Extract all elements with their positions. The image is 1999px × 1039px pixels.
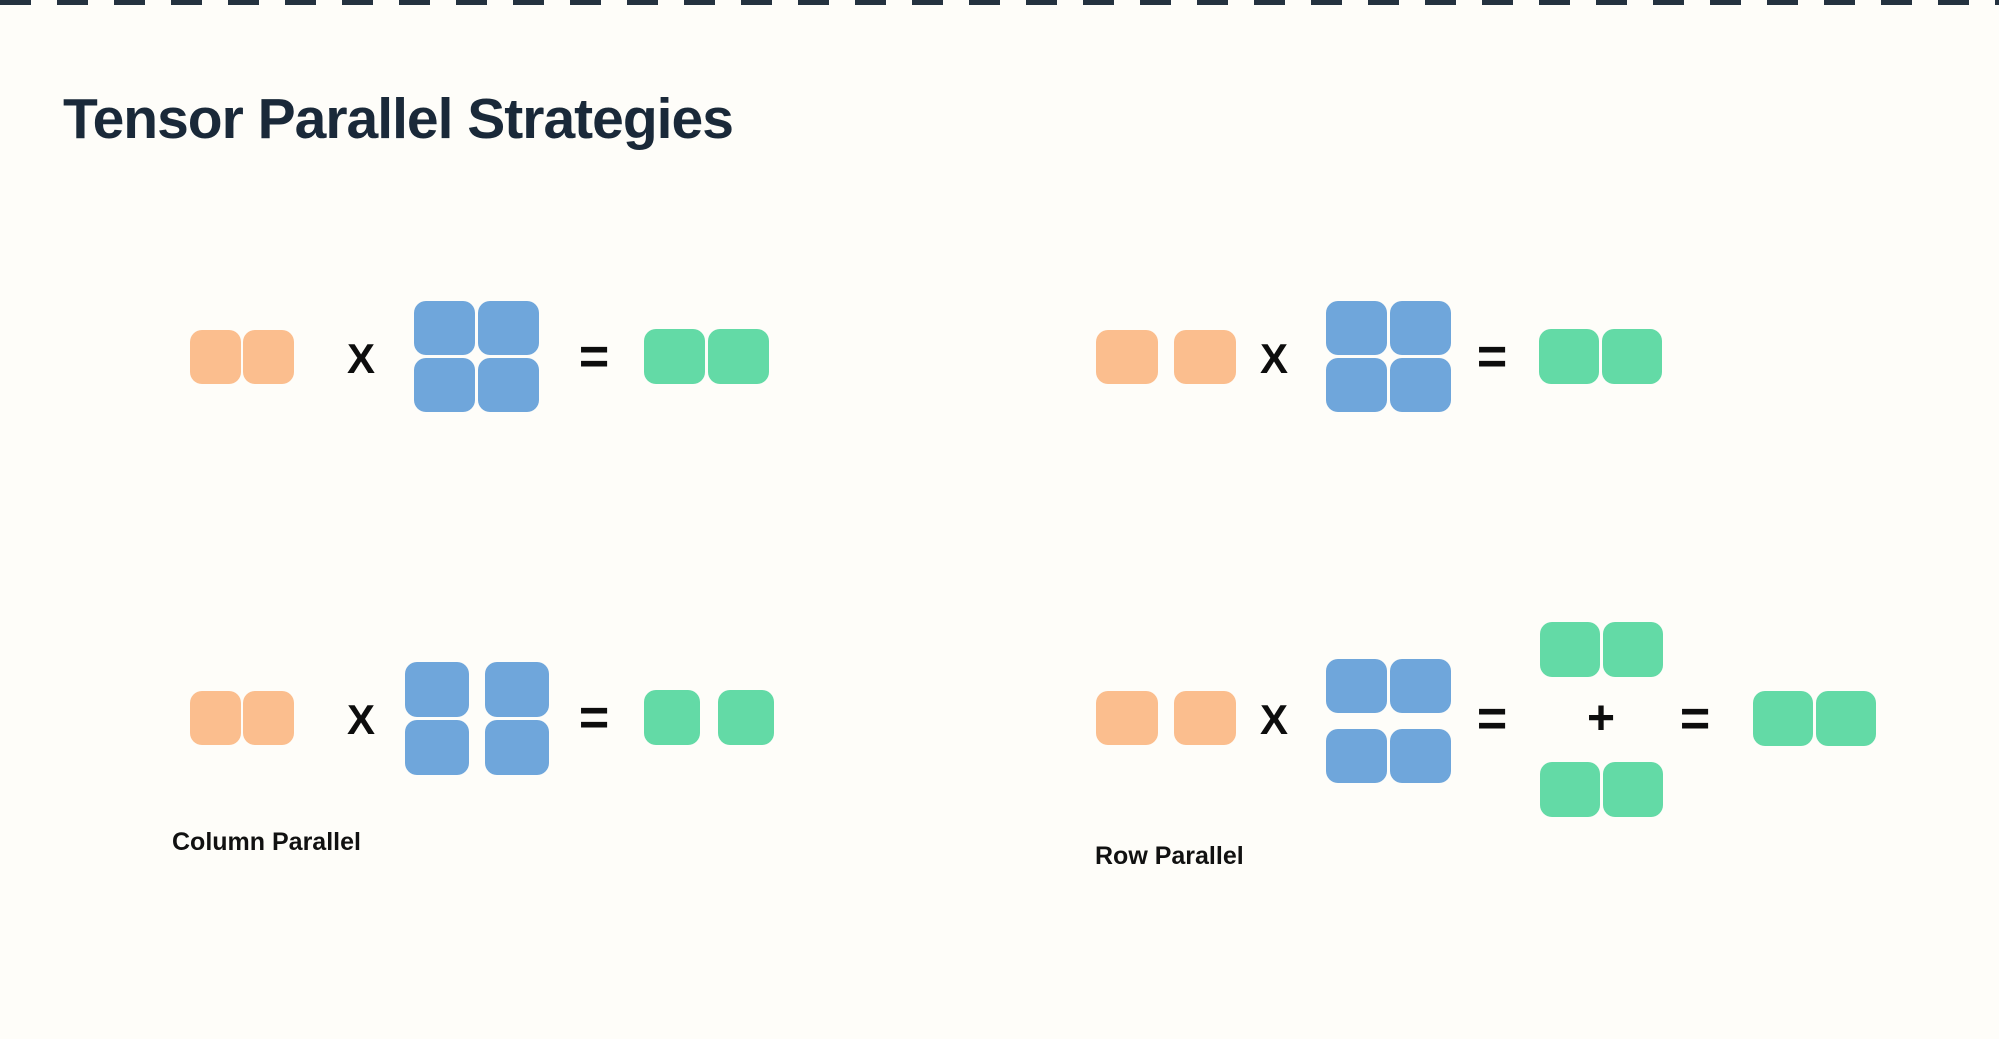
weight-block: [405, 720, 469, 775]
weight-block: [414, 301, 475, 355]
weight-matrix: [414, 301, 539, 412]
input-block: [243, 330, 294, 384]
output-block: [1816, 691, 1876, 746]
output-block: [708, 329, 769, 384]
weight-block: [1390, 659, 1451, 713]
weight-block: [485, 720, 549, 775]
input-vector: [190, 691, 294, 745]
weight-block: [1326, 729, 1387, 783]
output-block: [1539, 329, 1599, 384]
input-block: [1174, 330, 1236, 384]
weight-block: [1390, 301, 1451, 355]
partial-output-top: [1540, 622, 1663, 677]
weight-matrix: [1326, 301, 1451, 412]
weight-block: [478, 358, 539, 412]
weight-block: [1326, 358, 1387, 412]
equals-operator: =: [578, 689, 610, 747]
input-block: [1096, 330, 1158, 384]
input-vector: [190, 330, 294, 384]
equals-operator: =: [1476, 690, 1508, 748]
page-title: Tensor Parallel Strategies: [63, 87, 734, 152]
equals-operator: =: [1476, 328, 1508, 386]
weight-block: [1390, 729, 1451, 783]
input-vector-sharded: [1096, 691, 1236, 745]
weight-block: [414, 358, 475, 412]
output-vector-sharded: [644, 690, 774, 745]
weight-block: [1326, 659, 1387, 713]
multiply-operator: X: [1259, 696, 1289, 743]
weight-block: [1390, 358, 1451, 412]
plus-operator: +: [1586, 692, 1616, 745]
output-block: [1603, 762, 1663, 817]
input-block: [190, 691, 241, 745]
input-block: [1174, 691, 1236, 745]
output-block: [644, 329, 705, 384]
multiply-operator: X: [346, 696, 376, 743]
weight-block: [485, 662, 549, 717]
output-block: [1753, 691, 1813, 746]
input-block: [243, 691, 294, 745]
input-block: [1096, 691, 1158, 745]
output-block: [644, 690, 700, 745]
output-vector: [644, 329, 769, 384]
partial-output-bottom: [1540, 762, 1663, 817]
output-block: [718, 690, 774, 745]
row-parallel-label: Row Parallel: [1095, 842, 1244, 870]
output-block: [1540, 622, 1600, 677]
multiply-operator: X: [346, 335, 376, 382]
weight-block: [405, 662, 469, 717]
top-dashed-border: [0, 0, 1999, 5]
output-block: [1603, 622, 1663, 677]
equals-operator: =: [578, 328, 610, 386]
multiply-operator: X: [1259, 335, 1289, 382]
combined-output-vector: [1753, 691, 1876, 746]
output-vector: [1539, 329, 1662, 384]
output-block: [1540, 762, 1600, 817]
weight-block: [478, 301, 539, 355]
weight-matrix-column-split: [405, 662, 549, 775]
output-block: [1602, 329, 1662, 384]
input-block: [190, 330, 241, 384]
equals-operator: =: [1679, 690, 1711, 748]
weight-matrix-row-split: [1326, 659, 1451, 783]
column-parallel-label: Column Parallel: [172, 828, 361, 856]
weight-block: [1326, 301, 1387, 355]
input-vector-sharded: [1096, 330, 1236, 384]
